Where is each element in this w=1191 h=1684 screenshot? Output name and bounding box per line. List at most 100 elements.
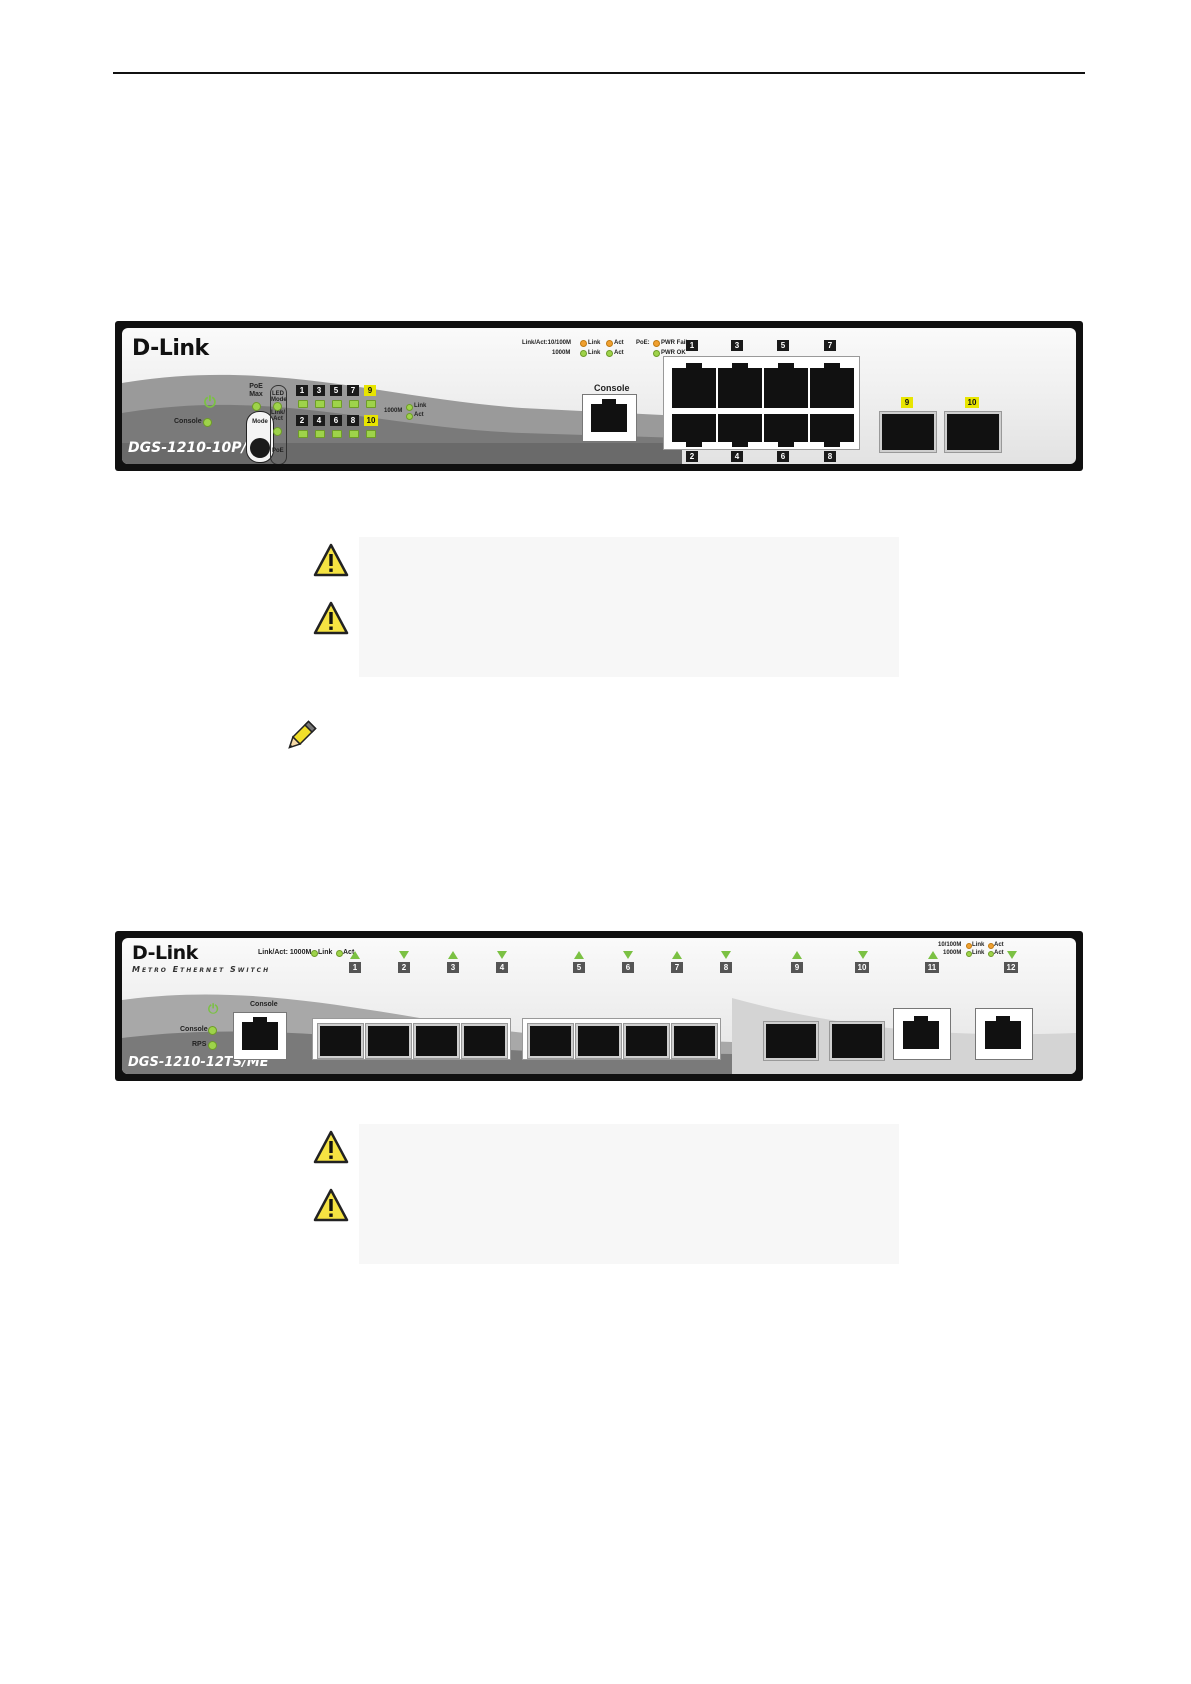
legend-r1-link: Link: [972, 942, 985, 948]
legend-r2-link: Link: [972, 950, 985, 956]
rj45-port[interactable]: [672, 414, 716, 447]
sfp-port[interactable]: [945, 412, 1001, 452]
note-pencil-icon: [288, 720, 317, 749]
combo-rj45-port[interactable]: [975, 1008, 1033, 1060]
combo-rj45-port[interactable]: [893, 1008, 951, 1060]
console-port[interactable]: [582, 394, 637, 442]
sfp-port[interactable]: [764, 1022, 818, 1060]
legend-1000m-act: Act: [614, 350, 624, 356]
legend-r1: 10/100M: [938, 942, 962, 948]
legend-act-led: [336, 950, 343, 957]
legend-amber-led: [580, 340, 587, 347]
legend-link-led: [311, 950, 318, 957]
model-name: DGS-1210-10P/ME: [128, 440, 271, 456]
port-led-triangle: [448, 951, 458, 959]
caution-box: [359, 1124, 899, 1264]
switch-front-panel-12ts: D-Link Metro Ethernet Switch DGS-1210-12…: [115, 931, 1083, 1081]
led-number: 9: [364, 385, 376, 396]
sfp-port[interactable]: [672, 1024, 717, 1058]
port-led-triangle: [497, 951, 507, 959]
led-number: 6: [330, 415, 342, 426]
sfp-port[interactable]: [880, 412, 936, 452]
sfp-port[interactable]: [528, 1024, 573, 1058]
header-rule: [113, 72, 1085, 74]
led-number: 3: [313, 385, 325, 396]
power-icon: ⏻: [208, 1001, 219, 1016]
console-led: [203, 418, 212, 427]
sfp-port[interactable]: [830, 1022, 884, 1060]
led-number: 8: [347, 415, 359, 426]
link-act-led: [273, 402, 282, 411]
legend-green-led: [580, 350, 587, 357]
rj45-port[interactable]: [810, 363, 854, 408]
port-number-label: 7: [671, 962, 683, 973]
mode-button-label: Mode: [252, 419, 268, 425]
pwr-fail-led: [653, 340, 660, 347]
console-led: [208, 1026, 217, 1035]
port-number-label: 3: [447, 962, 459, 973]
port-led: [298, 430, 308, 438]
port-number-label: 5: [777, 340, 789, 351]
port-led: [315, 430, 325, 438]
port-number-label: 4: [496, 962, 508, 973]
legend-1000m: 1000M: [552, 350, 571, 356]
legend-green-act-led: [606, 350, 613, 357]
port-led-triangle: [1007, 951, 1017, 959]
warning-icon: [313, 601, 349, 635]
rj45-port[interactable]: [764, 414, 808, 447]
sfp-port[interactable]: [414, 1024, 459, 1058]
led-number: 1: [296, 385, 308, 396]
rj45-port[interactable]: [718, 414, 762, 447]
rj45-port[interactable]: [764, 363, 808, 408]
pwr-ok-led: [653, 350, 660, 357]
port-led-triangle: [792, 951, 802, 959]
switch-front-panel-10p: D-Link DGS-1210-10P/ME ⏻ Console PoE Max…: [115, 321, 1083, 471]
brand-subtitle: Metro Ethernet Switch: [132, 965, 271, 974]
panel-face: D-Link DGS-1210-10P/ME ⏻ Console PoE Max…: [122, 328, 1076, 464]
console-led-label: Console: [174, 418, 202, 425]
port-led-triangle: [858, 951, 868, 959]
port-number-label: 2: [398, 962, 410, 973]
power-icon: ⏻: [204, 394, 216, 411]
port-led-triangle: [623, 951, 633, 959]
port-number-label: 5: [573, 962, 585, 973]
panel-face: D-Link Metro Ethernet Switch DGS-1210-12…: [122, 938, 1076, 1074]
port-number-label: 8: [720, 962, 732, 973]
mid-legend-link-led: [406, 404, 413, 411]
rj45-port[interactable]: [672, 363, 716, 408]
pwr-fail-label: PWR Fail: [661, 340, 688, 346]
port-led-triangle: [574, 951, 584, 959]
mode-button[interactable]: Mode: [246, 411, 274, 463]
legend-r2-act: Act: [994, 950, 1004, 956]
port-led-triangle: [672, 951, 682, 959]
sfp-port[interactable]: [624, 1024, 669, 1058]
poe-max-led: [252, 402, 261, 411]
legend-act: Act: [343, 949, 355, 956]
sfp-port[interactable]: [318, 1024, 363, 1058]
legend-r1-act: Act: [994, 942, 1004, 948]
port-number-label: 11: [925, 962, 939, 973]
port-number-label: 12: [1004, 962, 1018, 973]
mid-legend-speed: 1000M: [384, 408, 403, 414]
legend-r1-link-led: [966, 943, 972, 949]
legend-r2-link-led: [966, 951, 972, 957]
legend-10-100m: Link/Act:10/100M: [522, 340, 572, 346]
console-port-label: Console: [250, 1001, 278, 1008]
port-number-label: 6: [622, 962, 634, 973]
port-led: [349, 400, 359, 408]
brand-logo: D-Link: [132, 942, 198, 964]
sfp-port[interactable]: [462, 1024, 507, 1058]
console-port[interactable]: [233, 1012, 287, 1060]
rj45-port[interactable]: [810, 414, 854, 447]
legend-r1-act-led: [988, 943, 994, 949]
port-number-label: 9: [791, 962, 803, 973]
sfp-port[interactable]: [576, 1024, 621, 1058]
legend-r2-act-led: [988, 951, 994, 957]
rj45-port[interactable]: [718, 363, 762, 408]
legend-poe: PoE:: [636, 340, 650, 346]
warning-icon: [313, 1130, 349, 1164]
port-number-label: 1: [349, 962, 361, 973]
caution-box: [359, 537, 899, 677]
port-led-triangle: [399, 951, 409, 959]
sfp-port[interactable]: [366, 1024, 411, 1058]
